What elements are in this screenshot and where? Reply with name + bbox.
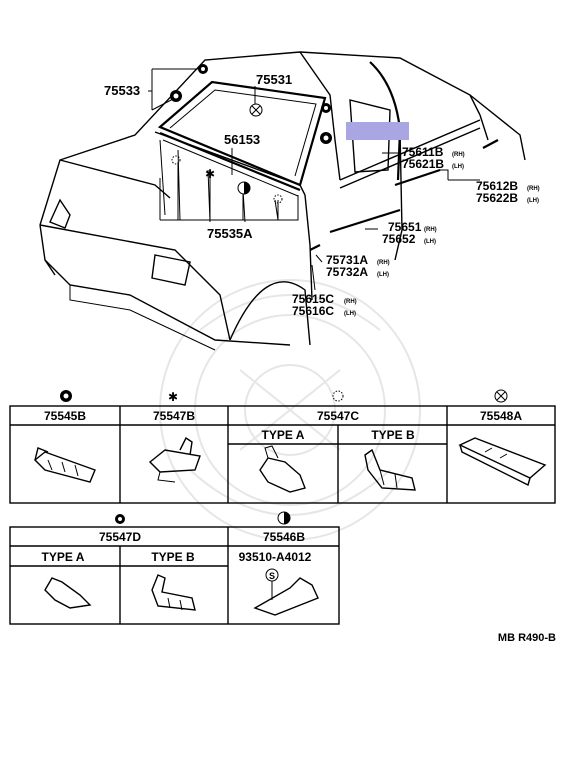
callout-75651-side: (RH) (424, 227, 437, 233)
svg-text:✱: ✱ (168, 390, 178, 404)
type-b-label: TYPE B (371, 428, 415, 442)
leader-lines (148, 68, 480, 291)
body-symbols: ✱ (170, 64, 332, 204)
hex-circle-icon (115, 514, 125, 524)
clip-75547d-type-b-drawing (151, 574, 196, 611)
filled-circle-icon (60, 390, 72, 402)
callout-75652: 75652 (382, 232, 416, 246)
part-75547b: 75547B (153, 409, 195, 423)
star-icon: ✱ (205, 167, 215, 181)
callout-75732a: 75732A (326, 265, 368, 279)
callout-75531: 75531 (256, 72, 292, 87)
filled-circle-icon (320, 132, 332, 144)
callout-75621b-side: (LH) (452, 164, 464, 170)
callout-56153: 56153 (224, 132, 260, 147)
hex-circle-icon (321, 103, 331, 113)
callout-75652-side: (LH) (424, 239, 436, 245)
truck-body-illustration (39, 51, 526, 351)
star-icon: ✱ (168, 390, 178, 404)
callout-75612b-side: (RH) (527, 186, 540, 192)
callout-75621b: 75621B (402, 157, 444, 171)
callout-75535a: 75535A (207, 226, 253, 241)
hex-circle-icon (198, 64, 208, 74)
part-75545b: 75545B (44, 409, 86, 423)
filled-circle-icon (170, 90, 182, 102)
dotted-circle-icon (273, 194, 283, 204)
crossed-circle-icon (249, 103, 263, 117)
type-b-label: TYPE B (151, 550, 195, 564)
clip-75547b-drawing (148, 436, 201, 483)
callout-75615c: 75615C (292, 292, 334, 306)
crossed-circle-icon (494, 389, 508, 403)
callout-75611b-side: (RH) (452, 152, 465, 158)
subpart-93510-a4012: 93510-A4012 (239, 550, 312, 564)
screw-s-label: S (269, 571, 275, 581)
part-75548a: 75548A (480, 409, 522, 423)
clip-75548a-drawing (458, 437, 547, 487)
callout-75731a: 75731A (326, 253, 368, 267)
watermark-emblem (159, 279, 421, 541)
callout-75616c-side: (LH) (344, 311, 356, 317)
svg-text:✱: ✱ (205, 167, 215, 181)
callout-75731a-side: (RH) (377, 260, 390, 266)
part-75547c: 75547C (317, 409, 359, 423)
part-75547d: 75547D (99, 530, 141, 544)
half-circle-icon (237, 181, 251, 195)
parts-table-bottom: 75547D 75546B TYPE A TYPE B 93510-A4012 … (9, 511, 340, 625)
callout-75611b: 75611B (402, 145, 444, 159)
part-75546b: 75546B (263, 530, 305, 544)
dotted-circle-icon (171, 155, 181, 165)
callout-75622b-side: (LH) (527, 198, 539, 204)
half-circle-icon (277, 511, 291, 525)
callout-75616c: 75616C (292, 304, 334, 318)
callout-75615c-side: (RH) (344, 299, 357, 305)
callout-75612b: 75612B (476, 179, 518, 193)
highlight-box (346, 122, 409, 140)
clip-75546b-drawing: S (253, 568, 319, 616)
callout-75622b: 75622B (476, 191, 518, 205)
clip-75547d-type-a-drawing (44, 577, 92, 609)
parts-table-top: ✱ 75545B 75547B 75547C 75548A TYPE A TYP… (9, 389, 556, 504)
clip-75547c-type-a-drawing (259, 445, 306, 493)
clip-75547c-type-b-drawing (364, 448, 416, 491)
type-a-label: TYPE A (262, 428, 305, 442)
clip-75545b-drawing (33, 447, 96, 483)
type-a-label: TYPE A (42, 550, 85, 564)
callout-75651: 75651 (388, 220, 422, 234)
diagram-code: MB R490-B (498, 632, 556, 644)
callout-75533: 75533 (104, 83, 140, 98)
dotted-circle-icon (332, 390, 344, 402)
callout-75732a-side: (LH) (377, 272, 389, 278)
callout-labels: 75533 75531 56153 75535A 75611B (RH) 756… (104, 72, 540, 318)
